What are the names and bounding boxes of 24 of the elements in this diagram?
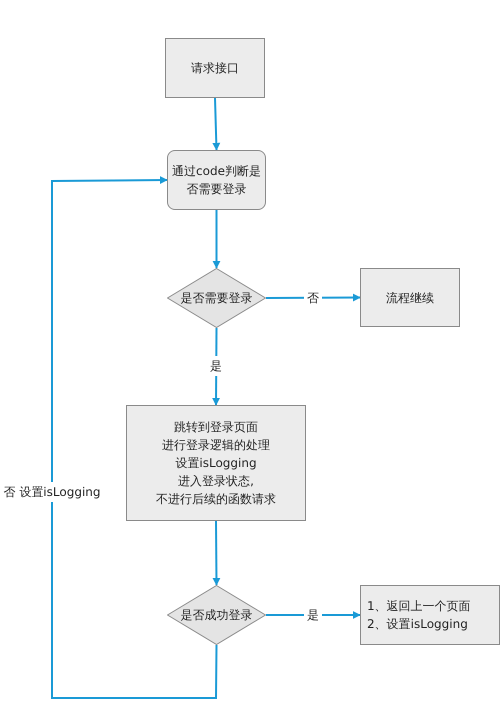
process-box xyxy=(360,268,460,327)
node-text: 设置isLogging xyxy=(175,455,257,472)
node-text: 通过code判断是否需要登录 xyxy=(172,163,261,198)
arrow xyxy=(51,176,218,699)
node-text: 进行登录逻辑的处理 xyxy=(162,437,270,454)
node-text: 是否成功登录 xyxy=(180,607,252,624)
arrow xyxy=(212,521,220,586)
arrow xyxy=(212,210,220,269)
node-text: 跳转到登录页面 xyxy=(174,419,258,436)
process-box xyxy=(126,405,306,521)
process-box xyxy=(167,150,266,210)
decision-diamond xyxy=(167,585,266,645)
arrow xyxy=(266,294,361,302)
node-text: 不进行后续的函数请求 xyxy=(156,491,276,508)
arrow xyxy=(212,98,220,151)
process-box xyxy=(165,38,265,98)
node-text: 是否需要登录 xyxy=(180,290,252,307)
decision-diamond xyxy=(167,268,266,328)
node-text: 2、设置isLogging xyxy=(367,616,468,633)
node-text: 1、返回上一个页面 xyxy=(367,598,471,615)
process-box xyxy=(360,585,500,645)
node-text: 请求接口 xyxy=(191,60,239,77)
node-text: 流程继续 xyxy=(386,290,434,306)
node-text: 进入登录状态, xyxy=(178,473,254,490)
